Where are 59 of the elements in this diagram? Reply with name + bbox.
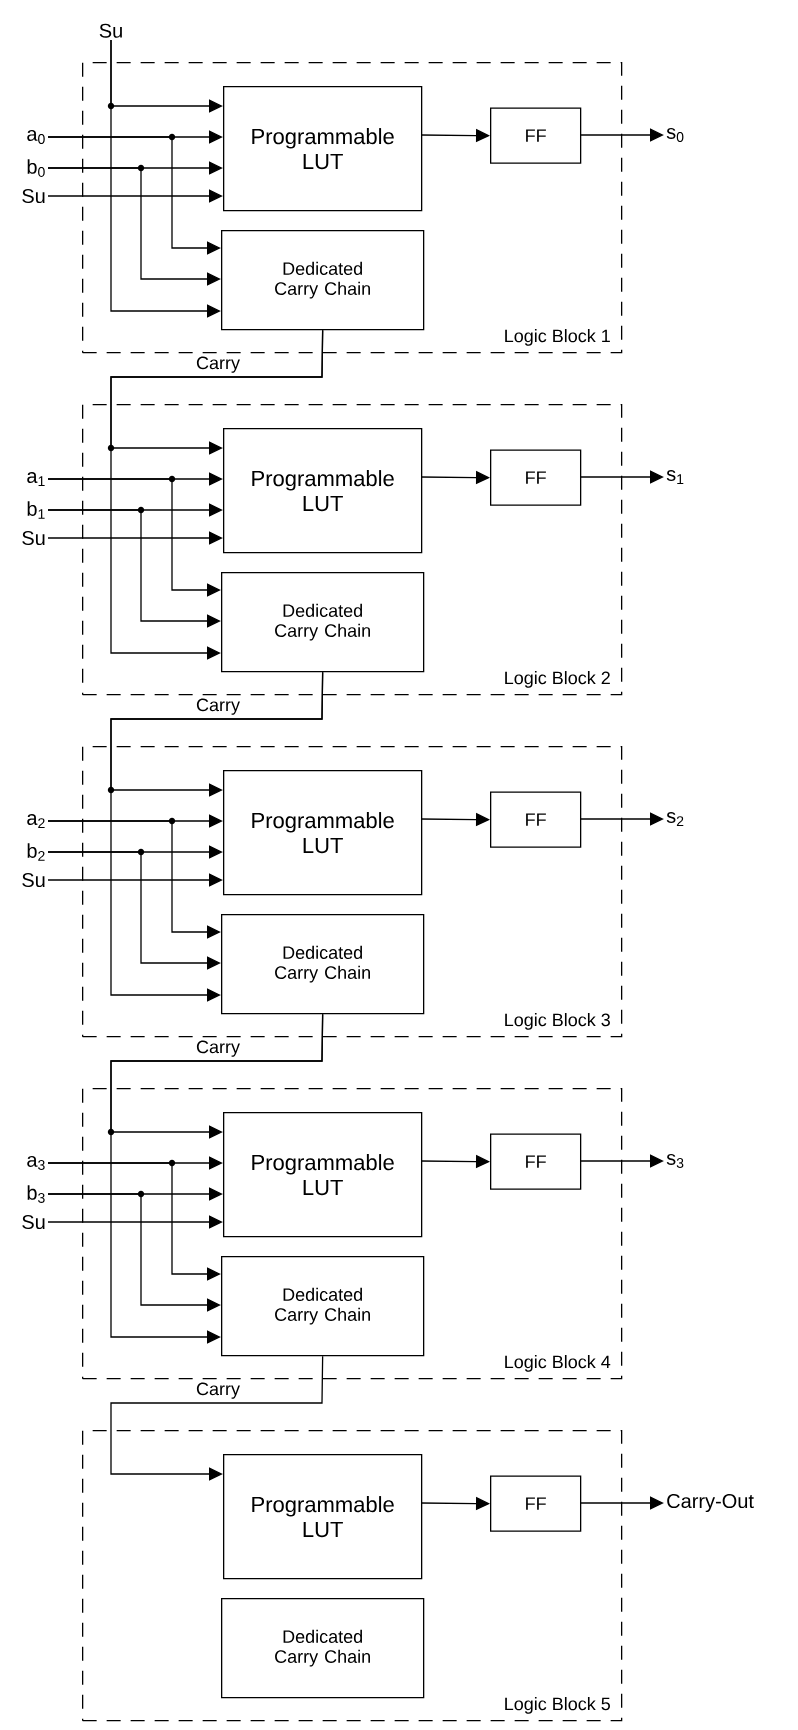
arrow — [47, 820, 221, 939]
lut-box: Programmable LUT — [223, 1454, 423, 1580]
edge-label: Carry — [195, 697, 241, 716]
arrow — [47, 167, 221, 286]
flip-flop-box: FF — [490, 1133, 582, 1190]
output-label: s$_{3}$ — [666, 1154, 684, 1168]
lut-box: Programmable LUT — [223, 770, 423, 896]
output-label: s$_{0}$ — [666, 128, 684, 142]
lut-box: Programmable LUT — [223, 1112, 423, 1238]
output-label: s$_{1}$ — [666, 470, 684, 484]
arrow — [47, 189, 223, 203]
arrow — [47, 1193, 221, 1312]
arrow — [110, 671, 324, 1002]
arrow — [47, 136, 221, 255]
arrow — [47, 509, 221, 628]
signal-label: b$_{0}$ — [27, 159, 45, 177]
signal-label: a$_{0}$ — [27, 130, 45, 145]
signal-label: a$_{1}$ — [27, 472, 45, 486]
arrow — [579, 1154, 664, 1168]
arrow — [47, 531, 223, 545]
flip-flop-box: FF — [490, 791, 582, 848]
signal-label: a$_{2}$ — [27, 814, 45, 828]
arrow — [47, 1215, 223, 1229]
arrow — [47, 478, 221, 597]
signal-label: Su — [22, 188, 45, 204]
carry-chain-box: Dedicated Carry Chain — [221, 1598, 425, 1699]
signal-label: b$_{1}$ — [27, 501, 45, 519]
carry-chain-box: Dedicated Carry Chain — [221, 572, 425, 673]
output-label: s$_{2}$ — [666, 812, 684, 826]
flip-flop-box: FF — [490, 1475, 582, 1532]
arrow — [110, 39, 221, 318]
carry-chain-box: Dedicated Carry Chain — [221, 230, 425, 331]
arrow — [579, 470, 664, 484]
signal-label: Su — [99, 23, 122, 38]
arrow — [579, 812, 664, 826]
output-label: Carry-Out — [667, 1493, 754, 1513]
arrow — [110, 1355, 324, 1481]
flip-flop-box: FF — [490, 449, 582, 506]
arrow — [47, 1162, 221, 1281]
carry-chain-box: Dedicated Carry Chain — [221, 1256, 425, 1357]
edge-label: Carry — [195, 1039, 241, 1058]
signal-label: b$_{3}$ — [27, 1185, 45, 1203]
lut-box: Programmable LUT — [223, 428, 423, 554]
signal-label: a$_{3}$ — [27, 1156, 45, 1170]
signal-label: Su — [22, 872, 45, 888]
arrow — [47, 851, 221, 970]
carry-chain-box: Dedicated Carry Chain — [221, 914, 425, 1015]
arrow — [579, 128, 664, 142]
signal-label: Su — [22, 530, 45, 546]
arrow — [110, 1013, 324, 1344]
edge-label: Carry — [195, 1381, 241, 1400]
arrow — [579, 1496, 664, 1510]
arrow — [47, 873, 223, 887]
flip-flop-box: FF — [490, 107, 582, 164]
arrow — [110, 329, 324, 660]
signal-label: b$_{2}$ — [27, 843, 45, 861]
signal-label: Su — [22, 1214, 45, 1230]
lut-box: Programmable LUT — [223, 86, 423, 212]
edge-label: Carry — [195, 355, 241, 374]
